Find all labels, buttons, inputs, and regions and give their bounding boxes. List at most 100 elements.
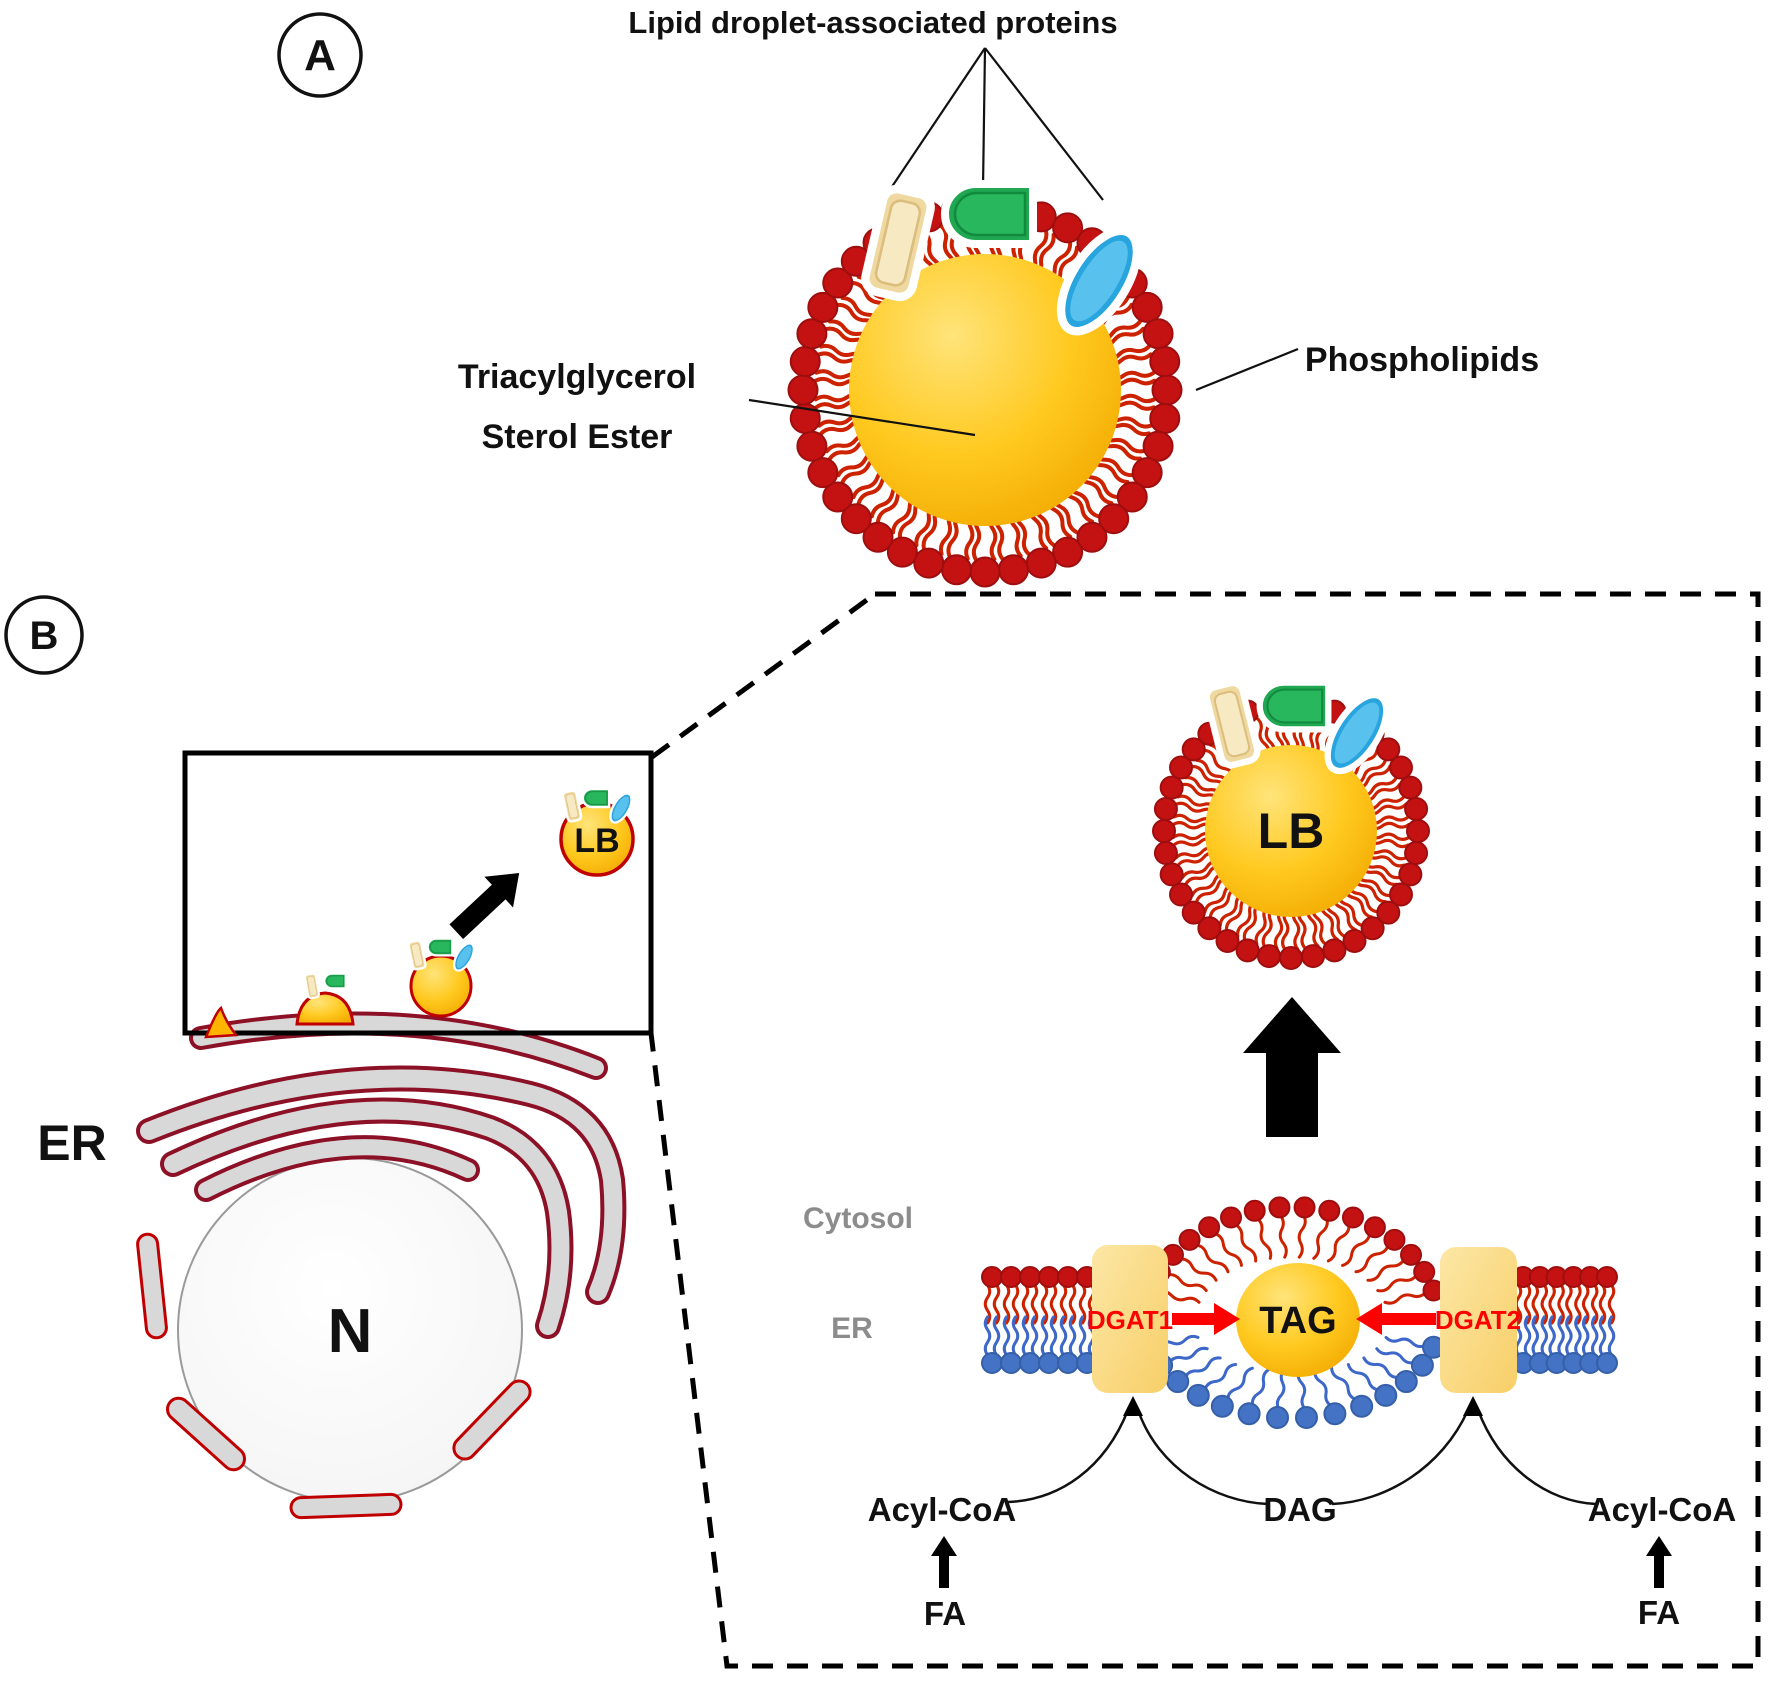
lipid-tail (1607, 1283, 1616, 1325)
phospholipid-head (1169, 755, 1194, 780)
er-fragments (136, 1232, 532, 1520)
lipid-tail (1383, 1290, 1428, 1305)
phospholipid-head (1293, 1196, 1316, 1219)
phospholipid-head (1186, 1383, 1210, 1407)
lipid-tail (1590, 1283, 1599, 1325)
phospholipid-head (1294, 1406, 1318, 1430)
phospholipid-head (1376, 737, 1401, 762)
core-pointer-line (748, 398, 976, 437)
formation-arrow (1243, 997, 1341, 1137)
phospholipid-head (1198, 1216, 1221, 1239)
lipid-tail (1059, 1315, 1068, 1357)
phospholipid-head (1098, 503, 1130, 535)
lipid-tail (1362, 1356, 1401, 1379)
phospholipid-head (981, 1352, 1003, 1374)
lipid-tail (1531, 1283, 1540, 1325)
lipid-tail (1233, 1222, 1258, 1263)
phospholipid-head (1019, 1352, 1041, 1374)
phospholipid-head (969, 556, 1001, 588)
lipid-tail (1011, 1283, 1020, 1325)
phospholipid-head (1131, 291, 1163, 323)
er-lumen-label: ER (831, 1312, 873, 1345)
lipid-tail (1021, 1283, 1030, 1325)
lipid-tail (1002, 1315, 1011, 1357)
bulge-luminal-leaflet (1138, 1334, 1446, 1430)
er-cisternae (136, 1011, 627, 1339)
phospholipid-head (1153, 796, 1178, 821)
phospholipid-head (1388, 755, 1413, 780)
lipid-tail (1590, 1315, 1599, 1357)
lipid-body-small-label: LB (574, 822, 619, 860)
lipid-tail (1059, 1283, 1068, 1325)
lipid-tail (1194, 1243, 1230, 1274)
lipid-tail (1384, 1335, 1427, 1349)
lipid-tail (1040, 1283, 1049, 1325)
lipid-tail (1581, 1283, 1590, 1325)
lipid-tail (1312, 1216, 1329, 1260)
inset-box (182, 750, 654, 1036)
phospholipid-head (1210, 1394, 1234, 1418)
lipid-tail (983, 1283, 992, 1325)
blue-protein-icon (449, 939, 479, 975)
green-protein-icon (581, 787, 611, 809)
phospholipid-head (1038, 1266, 1060, 1288)
lipid-tail (1049, 1315, 1058, 1357)
lipid-tail (1598, 1315, 1607, 1357)
lipid-tail (1376, 1273, 1419, 1293)
lipid-tail (1354, 1243, 1390, 1274)
phospholipid-head (1383, 1228, 1406, 1251)
lipid-tail (1548, 1315, 1556, 1357)
dgat2-to-tag-arrow (1356, 1303, 1436, 1335)
lipid-tail (1574, 1315, 1582, 1357)
nucleus-label: N (328, 1297, 373, 1366)
lipid-tail (1565, 1315, 1573, 1357)
er-label: ER (37, 1115, 106, 1171)
fa-left-arrow (931, 1536, 957, 1588)
phospholipid-head (1363, 1216, 1386, 1239)
phospholipid-head (1404, 841, 1429, 866)
phospholipid-head (1000, 1352, 1022, 1374)
lipid-tail (1557, 1283, 1565, 1325)
panel-a-title: Lipid droplet-associated proteins (628, 5, 1117, 40)
phospholipid-head (1153, 841, 1178, 866)
panel-a-badge: A (304, 31, 336, 80)
lipid-tail (1021, 1315, 1030, 1357)
lipid-tail (1226, 1366, 1254, 1402)
phospholipid-pointer-line (1195, 347, 1299, 392)
er-budding-scene: LB (204, 787, 638, 1039)
phospholipid-head (1398, 862, 1423, 887)
phospholipid-head (1376, 900, 1401, 925)
dgat2-enzyme (1440, 1247, 1517, 1393)
tag-label: TAG (1259, 1300, 1336, 1342)
phospholipid-head (1220, 1206, 1243, 1229)
lipid-tail (1523, 1315, 1532, 1357)
tan-protein-icon (406, 938, 428, 972)
phospholipid-head (1038, 1352, 1060, 1374)
protein-pointer-lines (884, 47, 1104, 201)
phospholipid-head (796, 430, 828, 462)
phospholipid-head (1116, 481, 1148, 513)
phospholipid-head (1025, 547, 1057, 579)
tag-lens (1236, 1263, 1360, 1377)
cytosol-label: Cytosol (803, 1202, 913, 1235)
phospholipid-head (1342, 928, 1367, 953)
phospholipid-head (1398, 775, 1423, 800)
budding-arrow (449, 872, 520, 939)
phospholipid-head (1279, 946, 1303, 970)
lipid-tail (1250, 1367, 1271, 1408)
phospholipid-head (1000, 1266, 1022, 1288)
dgat1-to-tag-arrow (1172, 1303, 1240, 1335)
panel-a-badge-circle (277, 12, 363, 98)
phospholipid-head (1052, 212, 1084, 244)
green-protein-icon (323, 972, 347, 990)
phospholipid-head (862, 521, 894, 553)
lipid-tail (1313, 1367, 1333, 1408)
phospholipid-head (789, 346, 821, 378)
lipid-tail (1540, 1315, 1549, 1357)
nascent-bud (295, 991, 355, 1026)
lipid-tail (1040, 1315, 1049, 1357)
zoom-panel-outline (648, 591, 1761, 1669)
membrane-spike (204, 1005, 239, 1039)
lipid-tail (1078, 1283, 1087, 1325)
lipid-tail (1565, 1283, 1573, 1325)
